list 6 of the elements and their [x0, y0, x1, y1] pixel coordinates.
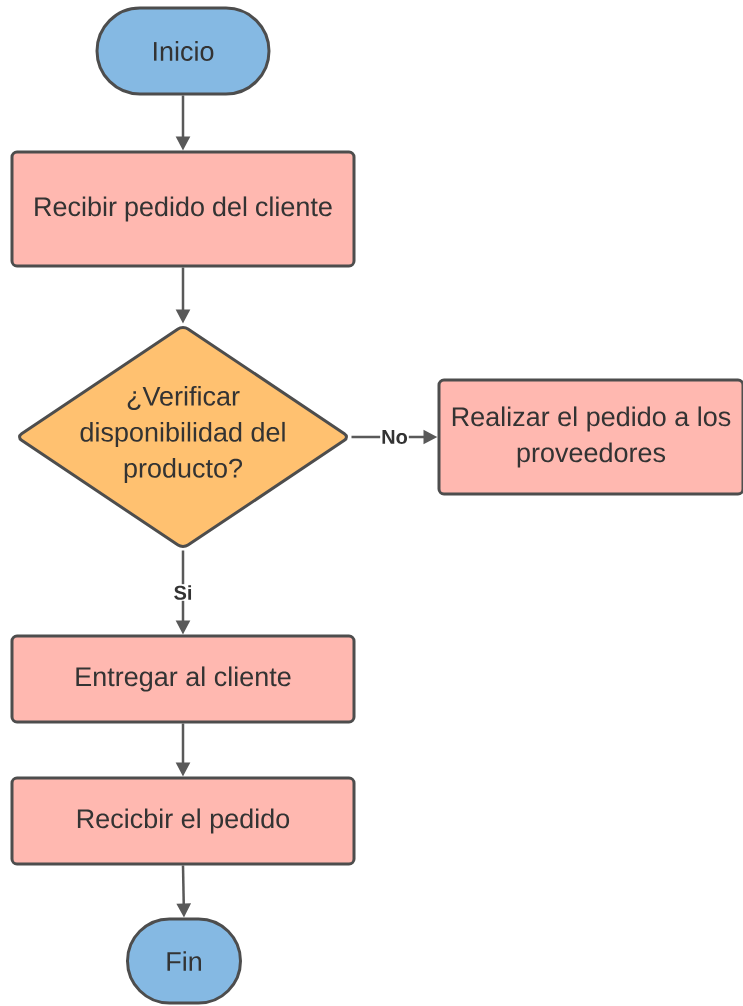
- process-box: Recicbir el pedido: [10, 776, 356, 866]
- process-box: Realizar el pedido a los proveedores: [437, 378, 743, 496]
- edge-label: No: [380, 429, 409, 445]
- process-box: Entregar al cliente: [10, 634, 356, 724]
- process-box: Recibir pedido del cliente: [10, 150, 356, 268]
- edge-label: Si: [172, 584, 194, 601]
